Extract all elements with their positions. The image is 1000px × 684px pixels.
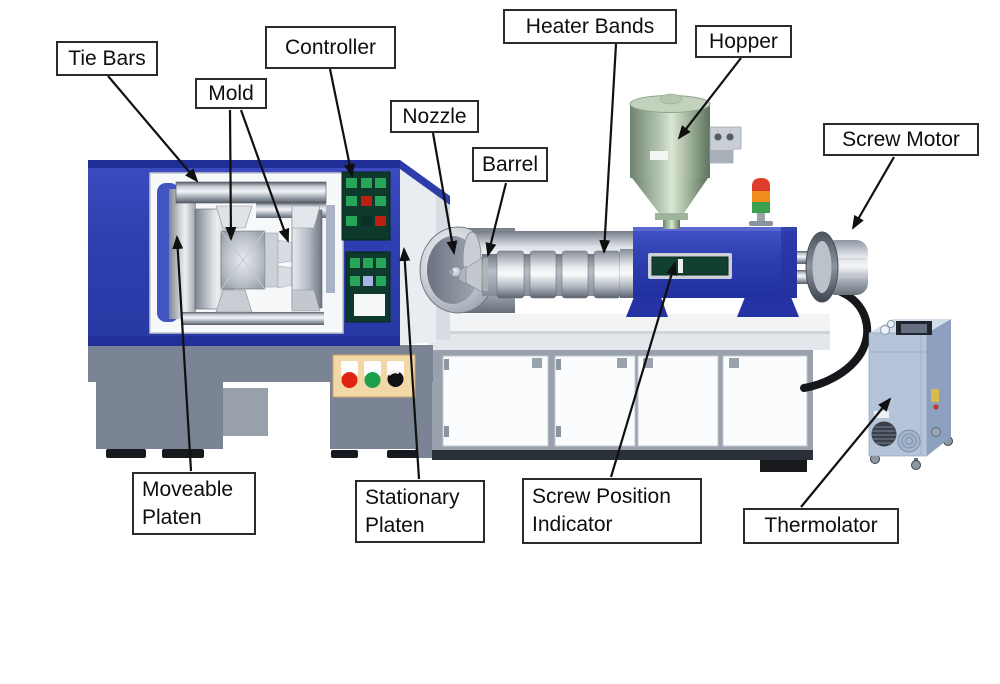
signal-green [752,202,770,213]
machine-shelf [428,314,830,333]
label-hopper: Hopper [695,25,792,58]
arrow-moveable-platen [172,235,193,472]
cabinet-door [442,355,549,447]
cabinet-door [554,355,636,447]
label-tie-bars: Tie Bars [56,41,158,76]
label-moveable-platen: Moveable Platen [132,472,256,535]
label-stationary-platen: Stationary Platen [355,480,485,543]
label-screw-position-indicator: Screw Position Indicator [522,478,702,544]
signal-orange [752,191,770,202]
hopper [629,93,742,229]
machine-foot [106,449,146,458]
arrow-screw-motor [851,156,895,230]
door-handle [617,358,627,368]
machine-base [88,314,830,472]
arrow-tie-bars [107,75,199,183]
door-handle [729,358,739,368]
label-thermolator: Thermolator [743,508,899,544]
red-stop-button [341,372,358,388]
machine-foot [387,450,418,458]
cabinet-door [637,355,719,447]
nozzle [449,257,483,293]
pushbutton-panel [332,354,416,398]
screw-position-indicator [648,253,732,279]
injection-unit [419,226,799,317]
moveable-platen [169,189,196,319]
heater-bands [496,249,636,299]
arrow-barrel [485,182,508,257]
door-handle [643,358,653,368]
screw-motor [797,231,872,392]
controller-screen [354,294,385,316]
cabinet-door [722,355,808,447]
arrow-hopper [677,57,742,140]
cabinet-foot [760,460,807,472]
fan-grille [897,429,921,453]
controller-panel [341,171,391,323]
signal-red [752,178,770,191]
label-screw-motor: Screw Motor [823,123,979,156]
motor-cable [800,288,872,392]
label-controller: Controller [265,26,396,69]
arrow-mold-a [225,109,237,241]
arrow-screw-position-indicator [609,261,677,478]
arrow-nozzle [431,132,458,255]
hopper-bracket [709,126,742,164]
signal-tower [749,178,773,226]
arrow-stationary-platen [399,247,421,480]
label-mold: Mold [195,78,267,109]
vent-grille [871,421,897,447]
tie-bar-top [175,181,327,204]
selector-knob [387,371,404,387]
tie-bar-bottom [182,312,324,325]
green-start-button [364,372,381,388]
label-nozzle: Nozzle [390,100,479,133]
door-handle [532,358,542,368]
thermolator [868,319,953,470]
arrow-heater-bands [599,43,618,254]
leader-arrows [107,43,895,508]
machine-foot [162,449,204,458]
arrow-controller [328,68,355,178]
label-barrel: Barrel [472,147,548,182]
label-heater-bands: Heater Bands [503,9,677,44]
arrow-mold-b [239,109,290,243]
machine-foot [331,450,358,458]
arrow-thermolator [800,397,892,508]
